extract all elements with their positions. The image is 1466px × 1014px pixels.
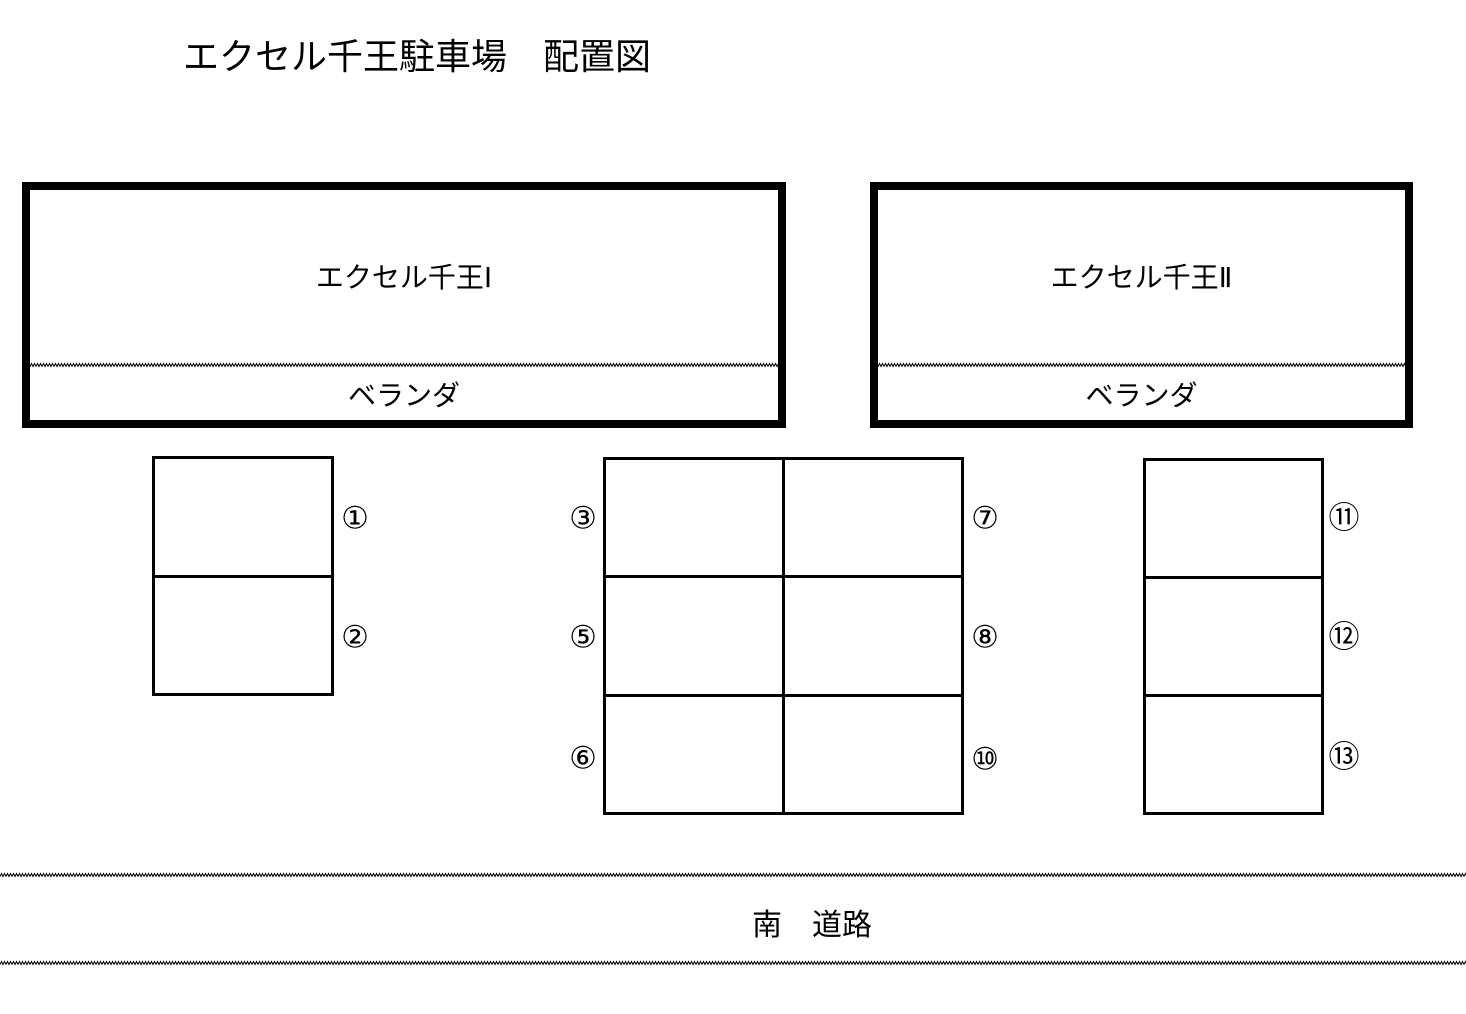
road-edge-line-north [0, 872, 1466, 878]
spot-cell-3 [606, 460, 782, 576]
spot-cell-1 [155, 459, 331, 575]
spot-label-11: ⑪ [1328, 500, 1360, 536]
veranda-label: ベランダ [1085, 380, 1198, 411]
building-1-veranda: ベランダ [30, 368, 778, 420]
veranda-separator-line [878, 362, 1405, 368]
spot-label-7: ⑦ [971, 500, 999, 536]
spot-label-12: ⑫ [1328, 619, 1360, 655]
road-edge-line-south [0, 960, 1466, 966]
spot-label-13: ⑬ [1328, 739, 1360, 775]
spot-cell-5 [606, 578, 782, 694]
west-parking-block [152, 456, 334, 696]
building-2-name-area: エクセル千王Ⅱ [878, 190, 1405, 362]
spot-cell-6 [606, 696, 782, 812]
east-parking-block [1143, 458, 1324, 815]
spot-cell-11 [1146, 461, 1321, 576]
building-excel-senno-1: エクセル千王Ⅰ ベランダ [22, 182, 786, 428]
page-title: エクセル千王駐車場 配置図 [183, 36, 652, 77]
spot-label-8: ⑧ [971, 619, 999, 655]
spot-cell-10 [785, 696, 961, 812]
spot-cell-7 [785, 460, 961, 576]
building-2-name: エクセル千王Ⅱ [1050, 262, 1233, 293]
spot-label-1: ① [341, 500, 369, 536]
spot-cell-8 [785, 578, 961, 694]
spot-label-10: ⑩ [971, 741, 999, 777]
building-1-name: エクセル千王Ⅰ [315, 262, 493, 293]
south-road-label: 南 道路 [752, 909, 872, 942]
veranda-label: ベランダ [347, 380, 460, 411]
center-parking-block [603, 457, 964, 815]
building-1-name-area: エクセル千王Ⅰ [30, 190, 778, 362]
spot-cell-2 [155, 577, 331, 693]
spot-label-6: ⑥ [569, 740, 597, 776]
spot-label-3: ③ [569, 500, 597, 536]
spot-label-2: ② [341, 619, 369, 655]
spot-cell-13 [1146, 697, 1321, 812]
veranda-separator-line [30, 362, 778, 368]
building-excel-senno-2: エクセル千王Ⅱ ベランダ [870, 182, 1413, 428]
spot-label-5: ⑤ [569, 619, 597, 655]
building-2-veranda: ベランダ [878, 368, 1405, 420]
spot-cell-12 [1146, 579, 1321, 694]
